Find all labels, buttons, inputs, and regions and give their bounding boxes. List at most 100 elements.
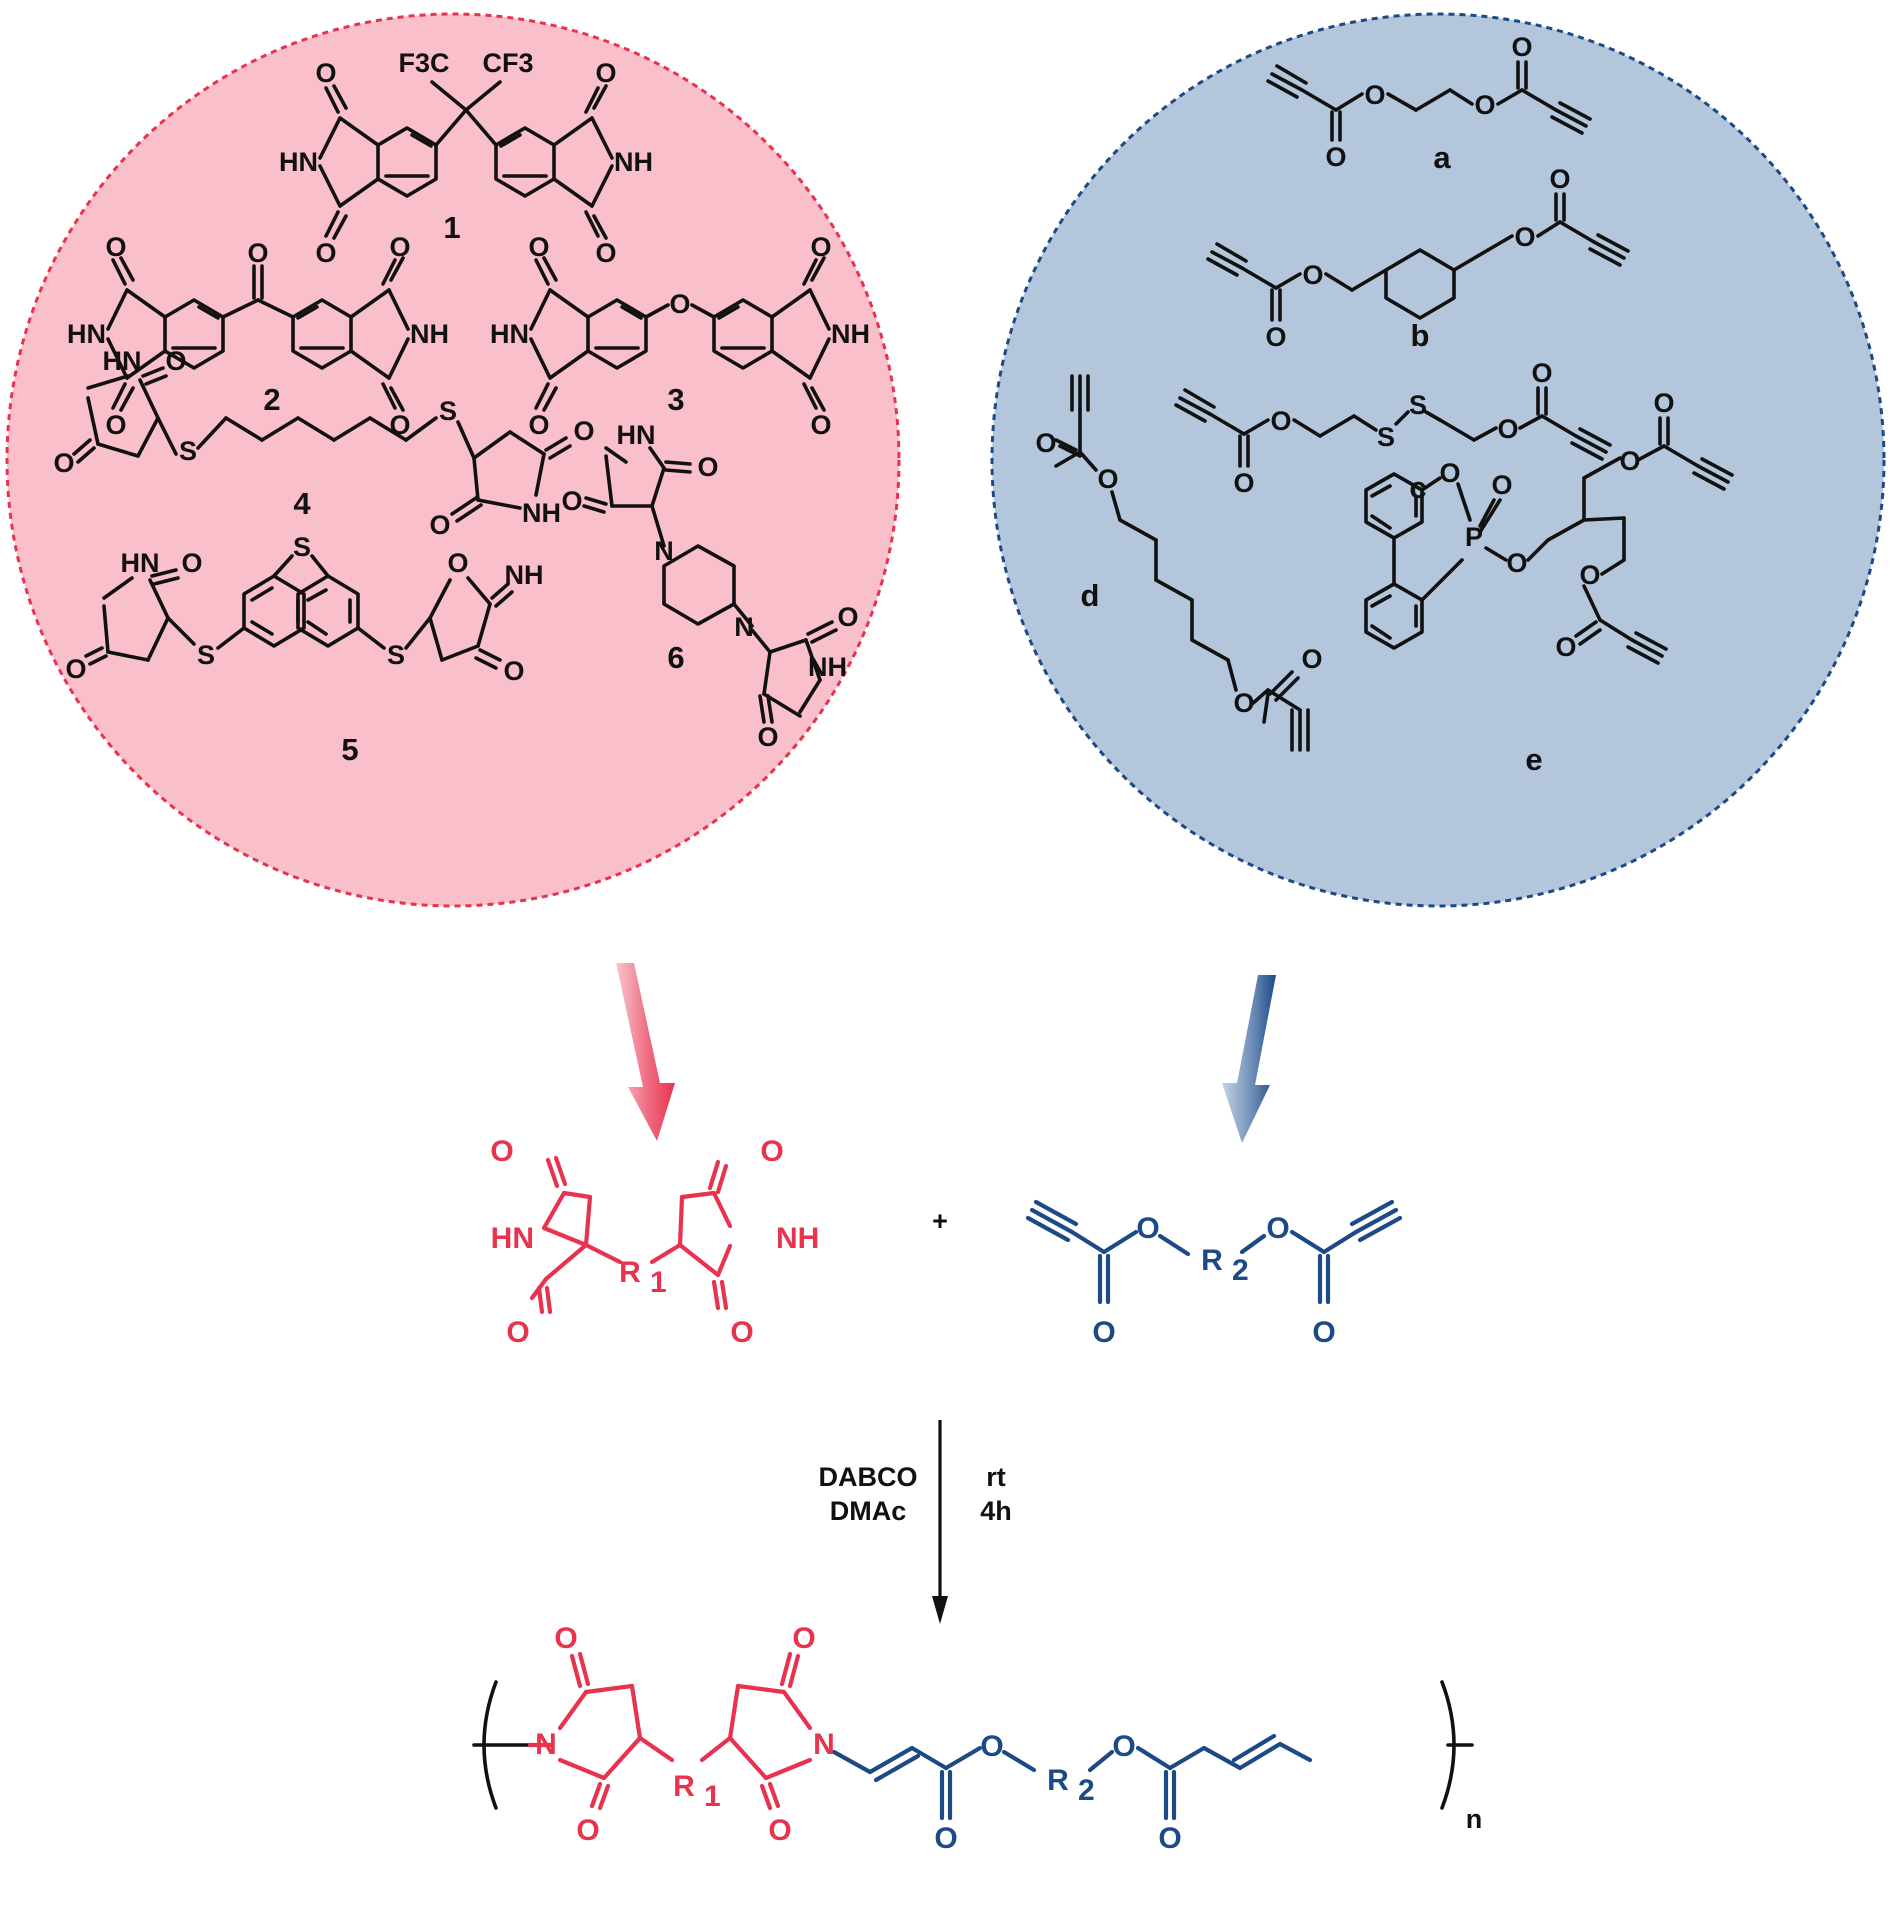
- atom-o: O: [53, 448, 74, 478]
- atom-hn: HN: [279, 147, 318, 177]
- atom-o: O: [1497, 414, 1518, 444]
- atom-p: P: [1465, 522, 1483, 552]
- imide-monomer-6-structure: [582, 446, 838, 724]
- atom-n: N: [535, 1728, 557, 1761]
- atom-s: S: [387, 640, 405, 670]
- atom-o: O: [554, 1622, 577, 1655]
- atom-o: O: [760, 1135, 783, 1168]
- compound-label-3: 3: [667, 382, 684, 417]
- condition-catalyst: DABCO: [819, 1462, 918, 1492]
- compound-label-4: 4: [293, 486, 311, 521]
- r1-group: R: [673, 1770, 695, 1803]
- compound-label-d: d: [1081, 578, 1100, 613]
- atom-nh: NH: [505, 560, 544, 590]
- reaction-arrow: [932, 1420, 948, 1624]
- atom-o: O: [573, 416, 594, 446]
- atom-o: O: [1233, 468, 1254, 498]
- r1-group: R: [619, 1256, 641, 1289]
- dipropiolate-monomer-structure: [1025, 1199, 1403, 1305]
- atom-n: N: [654, 536, 674, 566]
- atom-o: O: [1035, 428, 1056, 458]
- atom-o: O: [1112, 1730, 1135, 1763]
- imide-monomer-3-structure: [529, 256, 831, 412]
- atom-o: O: [1491, 470, 1512, 500]
- atom-o: O: [1233, 688, 1254, 718]
- alkyne-monomer-b-structure: [1206, 192, 1630, 322]
- atom-o: O: [810, 232, 831, 262]
- atom-o: O: [595, 58, 616, 88]
- atom-o: O: [447, 548, 468, 578]
- atom-o: O: [165, 346, 186, 376]
- atom-hn: HN: [490, 319, 529, 349]
- atom-o: O: [837, 602, 858, 632]
- atom-nh: HN: [121, 548, 160, 578]
- alkyne-monomer-d-structure: [1054, 374, 1310, 752]
- atom-nh: NH: [522, 498, 561, 528]
- atom-o: O: [1653, 388, 1674, 418]
- compound-label-b: b: [1411, 318, 1430, 353]
- atom-nh: NH: [776, 1222, 819, 1255]
- condition-time: 4h: [980, 1496, 1012, 1526]
- atom-o: O: [576, 1814, 599, 1847]
- atom-o: O: [1325, 142, 1346, 172]
- bis-imide-monomer-structure: [529, 1155, 733, 1315]
- r2-group: R: [1201, 1244, 1223, 1277]
- atom-o: O: [1301, 644, 1322, 674]
- compound-label-1: 1: [443, 210, 460, 245]
- compound-label-e: e: [1525, 742, 1542, 777]
- atom-nh: NH: [808, 652, 847, 682]
- atom-s: S: [293, 532, 311, 562]
- atom-o: O: [65, 654, 86, 684]
- atom-o: O: [105, 410, 126, 440]
- atom-s: S: [439, 396, 457, 426]
- r2-subscript: 2: [1078, 1774, 1095, 1807]
- atom-s: S: [1409, 390, 1427, 420]
- atom-o: O: [429, 510, 450, 540]
- atom-nh: HN: [617, 420, 656, 450]
- alkyne-monomer-e-structure: [1364, 416, 1734, 665]
- blue-feed-arrow: [1222, 975, 1276, 1143]
- compound-label-2: 2: [263, 382, 280, 417]
- atom-o: O: [1364, 80, 1385, 110]
- red-feed-arrow: [616, 963, 675, 1141]
- atom-o: O: [1555, 632, 1576, 662]
- imide-monomer-2-structure: [106, 256, 410, 412]
- atom-o: O: [181, 548, 202, 578]
- atom-o: O: [1136, 1212, 1159, 1245]
- atom-s: S: [197, 640, 215, 670]
- alkyne-monomer-a-structure: [1266, 60, 1592, 142]
- atom-o: O: [1506, 548, 1527, 578]
- atom-o: O: [669, 289, 690, 319]
- alkyne-monomer-pool: [990, 12, 1886, 908]
- atom-hn: HN: [103, 346, 142, 376]
- imide-monomer-1-structure: [318, 80, 614, 240]
- atom-o: O: [730, 1316, 753, 1349]
- compound-label-5: 5: [341, 732, 358, 767]
- atom-o: O: [503, 656, 524, 686]
- atom-o: O: [595, 238, 616, 268]
- r2-subscript: 2: [1232, 1254, 1249, 1287]
- atom-o: O: [1531, 358, 1552, 388]
- polymer-product-structure: [472, 1651, 1474, 1821]
- atom-o: O: [1619, 446, 1640, 476]
- atom-o: O: [490, 1135, 513, 1168]
- atom-o: O: [1549, 164, 1570, 194]
- r2-group: R: [1047, 1764, 1069, 1797]
- atom-hn: HN: [491, 1222, 534, 1255]
- atom-o: O: [768, 1814, 791, 1847]
- atom-o: O: [389, 232, 410, 262]
- imide-monomer-4-structure: [72, 366, 572, 523]
- atom-o: O: [1097, 464, 1118, 494]
- r1-subscript: 1: [650, 1266, 667, 1299]
- atom-o: O: [1092, 1316, 1115, 1349]
- atom-o: O: [506, 1316, 529, 1349]
- imide-monomer-pool: [5, 12, 901, 908]
- atom-s: S: [1377, 422, 1395, 452]
- atom-o: O: [1302, 260, 1323, 290]
- atom-n: N: [734, 612, 754, 642]
- compound-label-a: a: [1433, 140, 1451, 175]
- r1-subscript: 1: [704, 1780, 721, 1813]
- atom-o: O: [1439, 458, 1460, 488]
- atom-o: O: [1312, 1316, 1335, 1349]
